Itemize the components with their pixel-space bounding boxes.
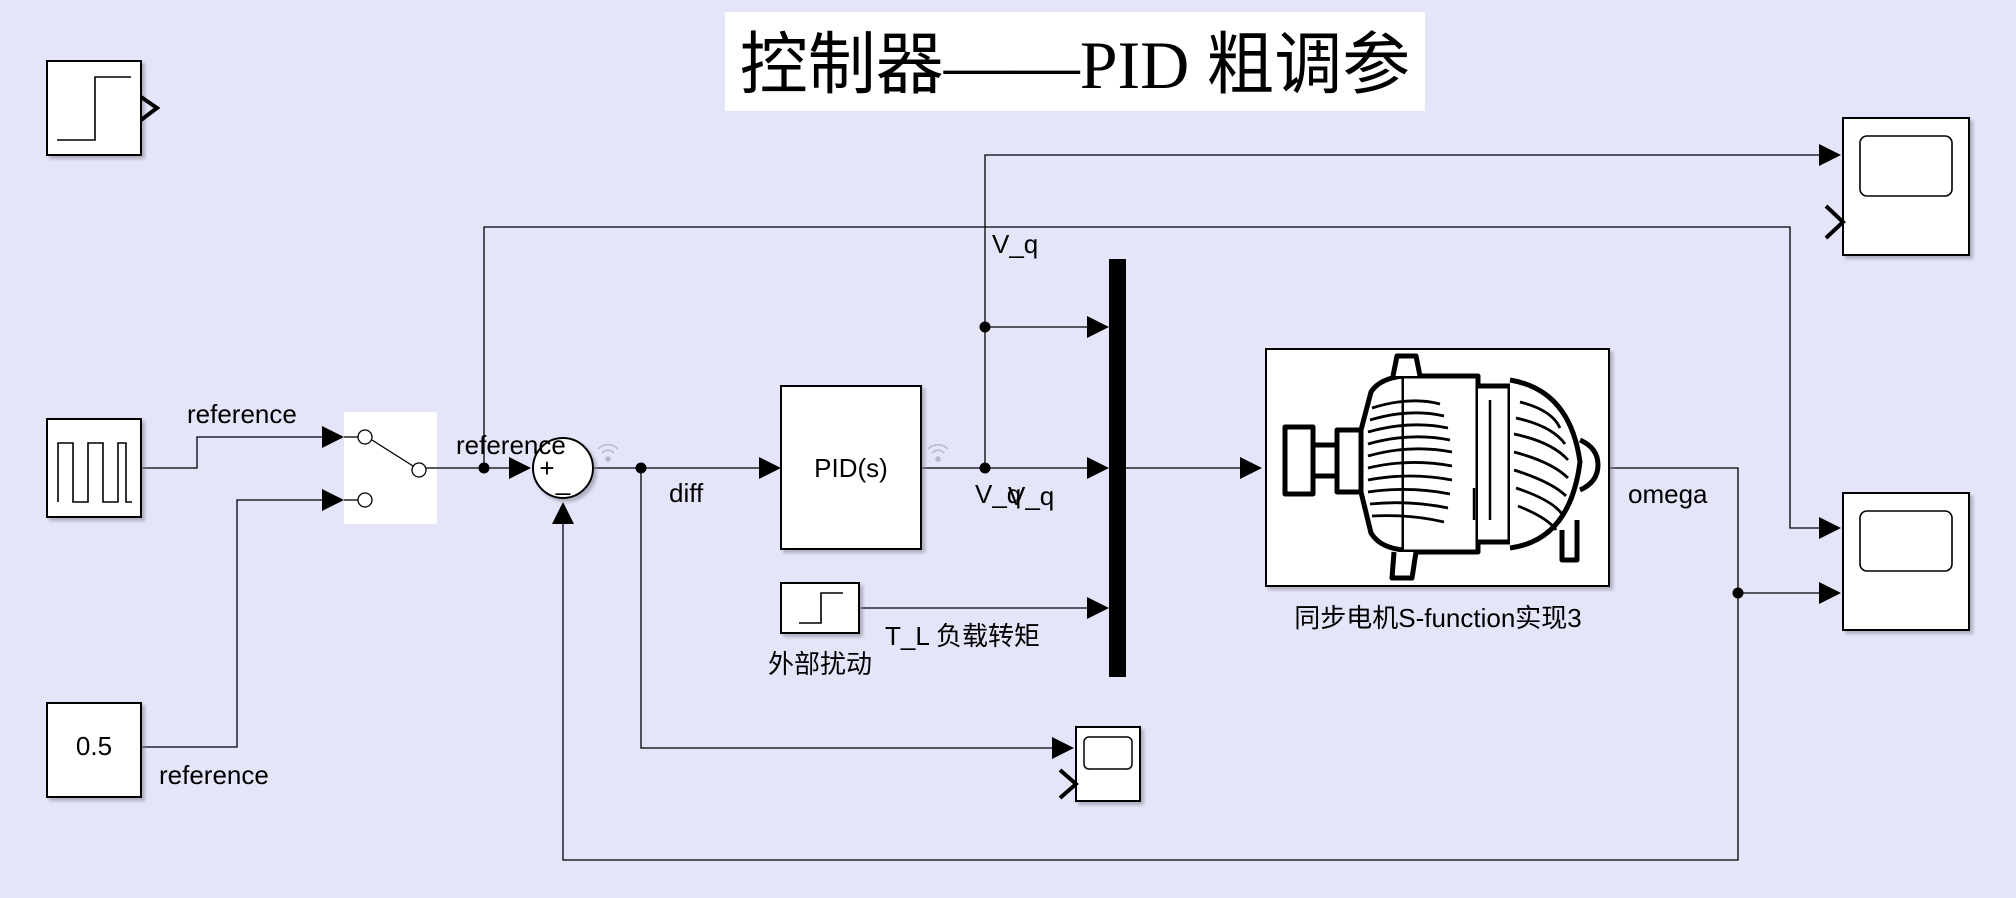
- signal-logging-icon: [927, 444, 949, 462]
- pid-label: PID(s): [814, 453, 888, 483]
- title-annotation[interactable]: 控制器——PID 粗调参: [725, 12, 1425, 111]
- disturbance-step-block[interactable]: [780, 582, 860, 634]
- arrowhead: [1819, 144, 1841, 166]
- signal-label-reference: reference: [159, 760, 269, 790]
- sum-block[interactable]: + _: [532, 437, 594, 499]
- page-title: 控制器——PID 粗调参: [740, 27, 1411, 103]
- branch-point: [478, 462, 490, 474]
- sum-minus-sign: _: [555, 466, 571, 496]
- constant-value: 0.5: [76, 731, 112, 761]
- manual-switch-block[interactable]: [344, 412, 437, 524]
- signal-label-diff: diff: [669, 478, 704, 508]
- arrowhead: [322, 489, 344, 511]
- wire-reference-to-scope[interactable]: [483, 226, 1822, 529]
- scope-right-block[interactable]: [1842, 492, 1970, 631]
- arrowhead: [322, 426, 344, 448]
- mux-block[interactable]: [1109, 259, 1126, 677]
- constant-block-body: [46, 702, 142, 798]
- arrowhead: [1087, 457, 1109, 479]
- sum-plus-sign: +: [539, 453, 554, 483]
- step-block[interactable]: [46, 60, 161, 156]
- switch-contact-icon: [411, 462, 427, 478]
- output-port-icon: [139, 95, 161, 122]
- wire-constant-to-switch[interactable]: [142, 499, 325, 748]
- signal-label-vq: V_q: [992, 229, 1038, 259]
- signal-logging-icon: [597, 444, 619, 462]
- branch-point: [1732, 587, 1744, 599]
- arrowhead: [1819, 517, 1841, 539]
- scope-screen-icon: [1859, 510, 1953, 572]
- scope-screen-icon: [1859, 135, 1953, 197]
- switch-contact-icon: [357, 429, 373, 445]
- scope-port-icon: [1824, 204, 1846, 240]
- arrowhead: [509, 457, 531, 479]
- wire-vq-to-scope-top[interactable]: [984, 154, 1822, 468]
- branch-point: [635, 462, 647, 474]
- scope-diff-block[interactable]: [1058, 726, 1141, 802]
- scope-screen-icon: [1083, 736, 1133, 770]
- motor-block-name: 同步电机S-function实现3: [1294, 603, 1582, 633]
- disturbance-block-name: 外部扰动: [768, 649, 872, 679]
- sum-block-body: [532, 437, 594, 499]
- motor-sfunction-block[interactable]: [1265, 348, 1610, 587]
- switch-contact-icon: [357, 492, 373, 508]
- arrowhead: [552, 502, 574, 524]
- signal-label-omega: omega: [1628, 479, 1708, 509]
- arrowhead: [759, 457, 781, 479]
- pid-controller-body: [780, 385, 922, 550]
- pulse-generator-block[interactable]: [46, 418, 142, 518]
- constant-block[interactable]: 0.5: [46, 702, 142, 798]
- step-icon: [799, 592, 843, 624]
- step-icon: [57, 76, 131, 141]
- signal-lines: [142, 144, 1841, 861]
- arrowhead: [1087, 597, 1109, 619]
- arrowhead: [1087, 316, 1109, 338]
- pid-controller-block[interactable]: PID(s): [780, 385, 922, 550]
- arrowhead: [1819, 582, 1841, 604]
- wire-pulse-to-switch[interactable]: [142, 436, 325, 469]
- switch-arm: [371, 439, 414, 467]
- disturbance-step-body: [780, 582, 860, 634]
- arrowhead: [1240, 457, 1262, 479]
- motor-icon: [1282, 353, 1601, 581]
- signal-label-vq: V_q: [1008, 481, 1054, 511]
- scope-port-icon: [1058, 768, 1080, 800]
- wire-diff-to-scope[interactable]: [640, 468, 1055, 749]
- branch-point: [979, 321, 991, 333]
- step-block-body: [46, 60, 142, 156]
- arrowhead: [1052, 737, 1074, 759]
- title-box: [725, 12, 1425, 111]
- signal-label-reference: reference: [456, 430, 566, 460]
- scope-top-block[interactable]: [1824, 117, 1970, 256]
- signal-label-reference: reference: [187, 399, 297, 429]
- signal-label-vq: V_q: [975, 479, 1021, 509]
- wire-omega-feedback[interactable]: [562, 467, 1739, 861]
- signal-label-torque-load: T_L 负载转矩: [885, 621, 1040, 651]
- pulse-wave-icon: [57, 442, 132, 503]
- branch-point: [979, 462, 991, 474]
